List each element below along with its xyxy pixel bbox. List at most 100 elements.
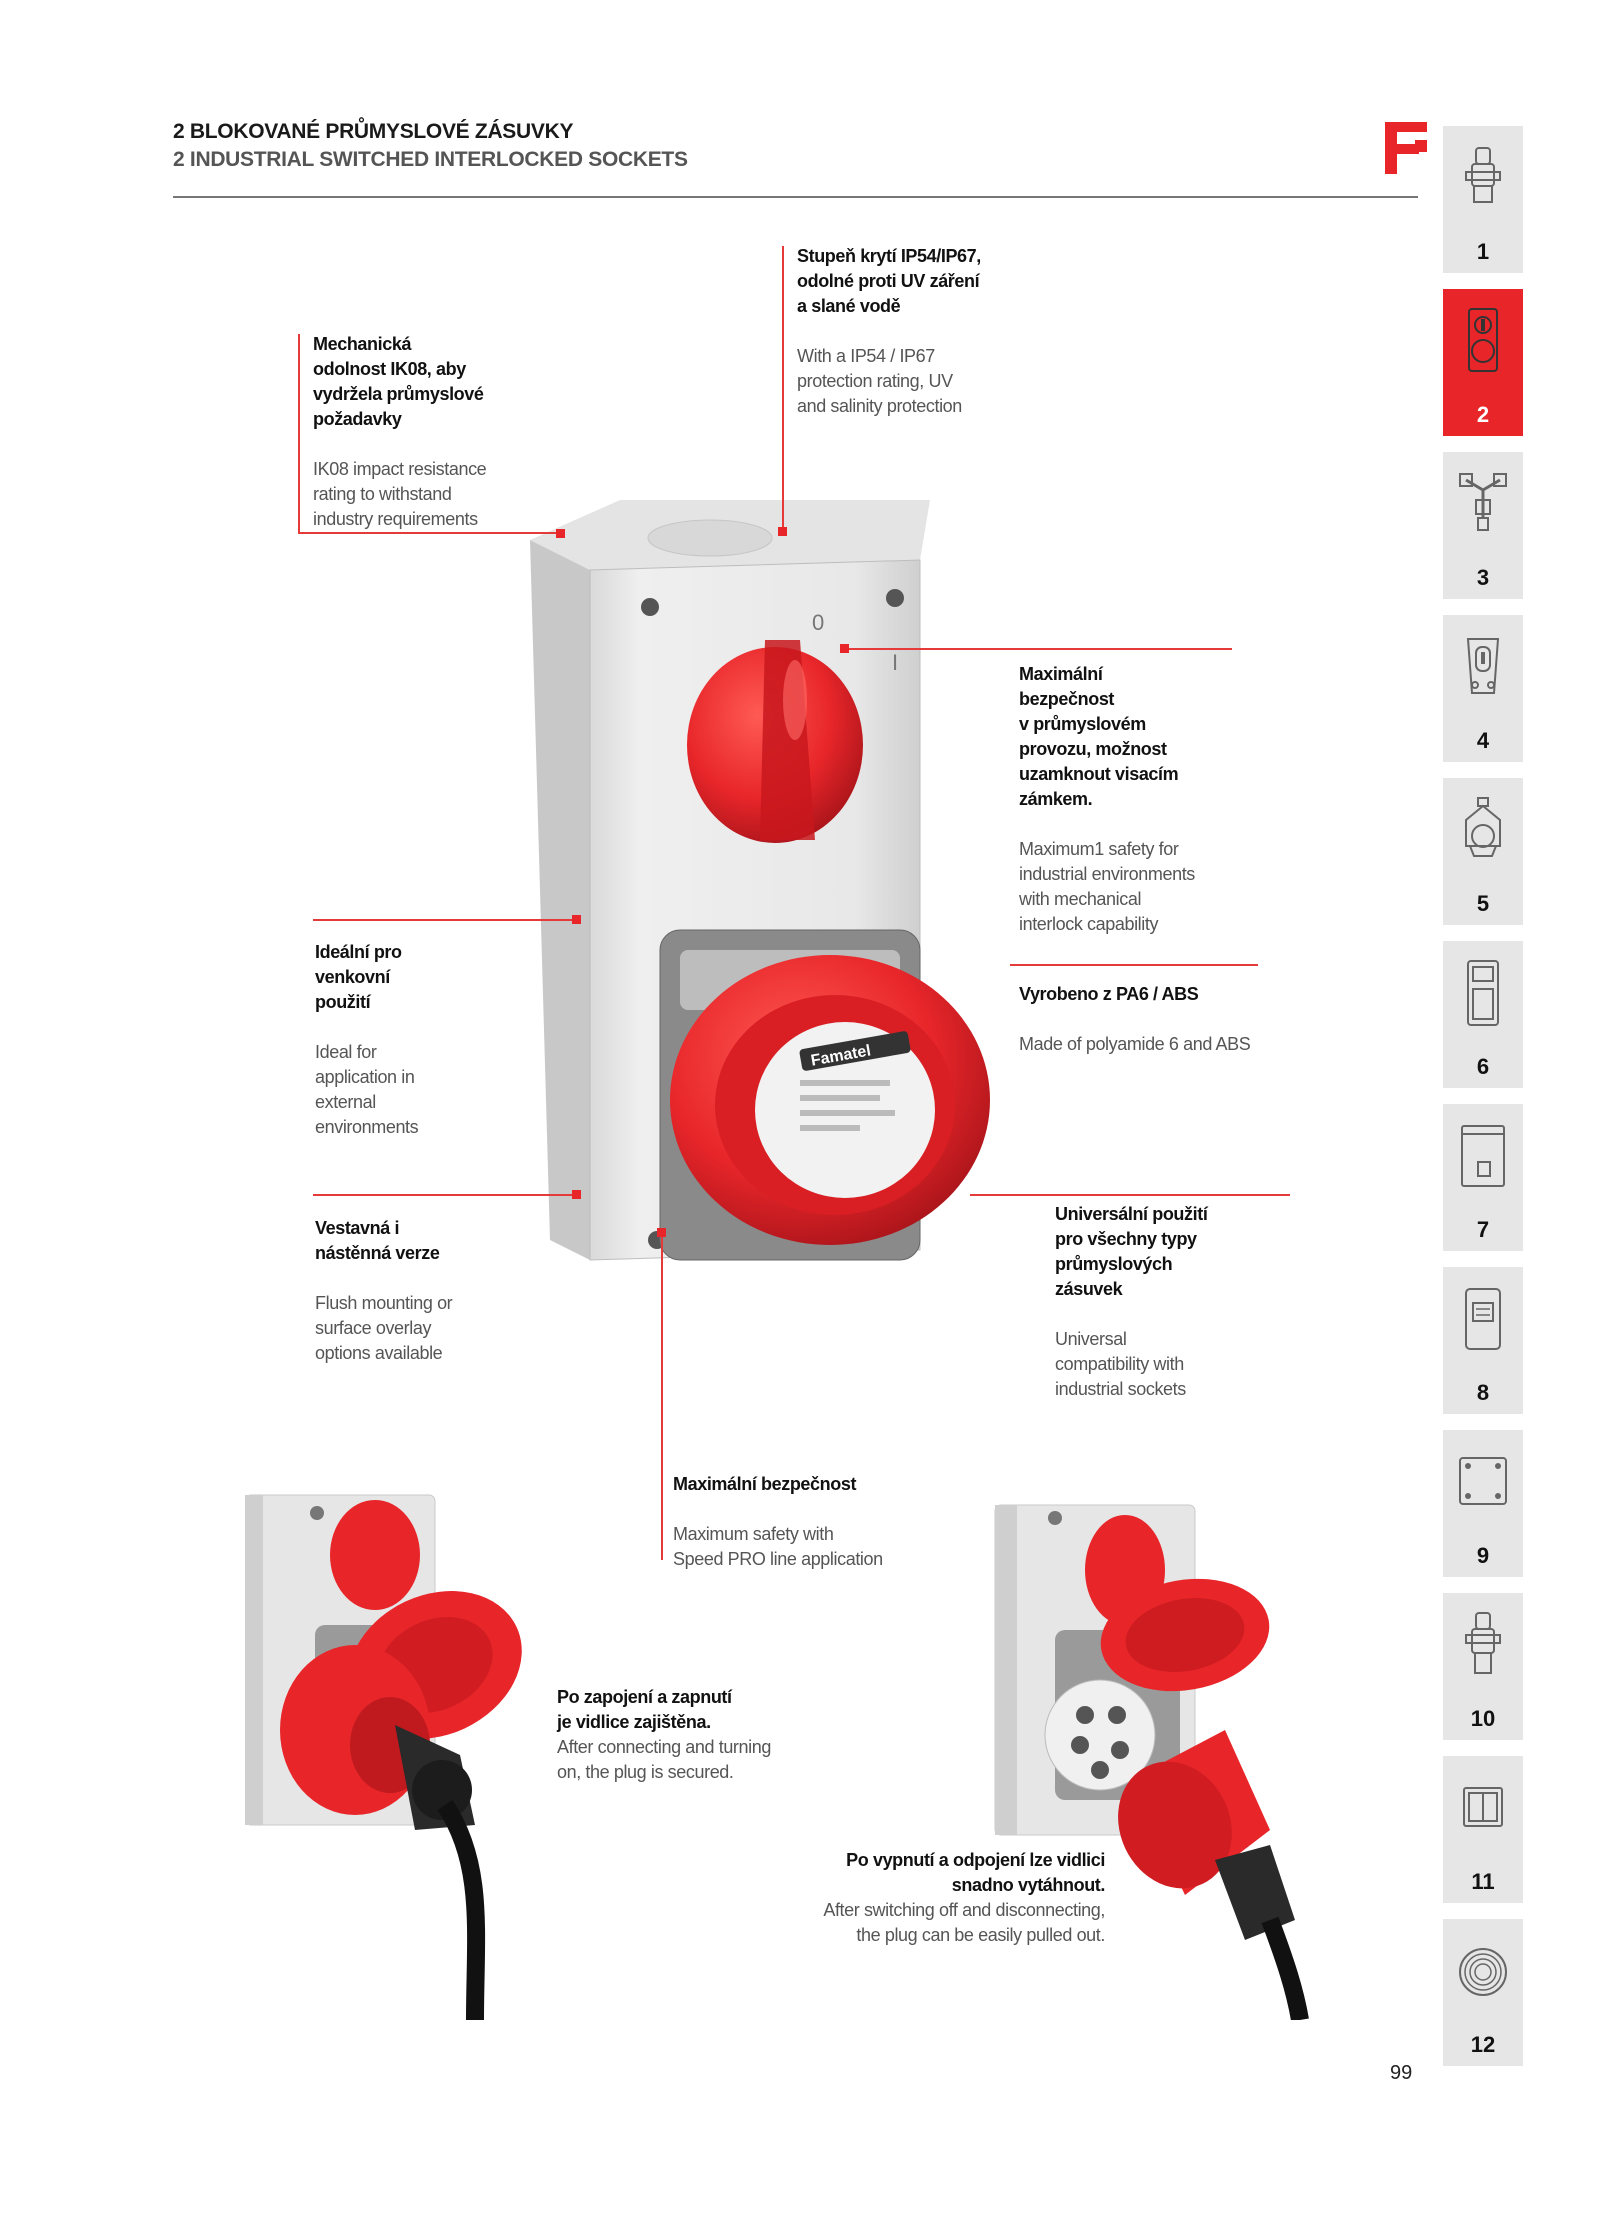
side-tab-3[interactable]: 3 xyxy=(1443,452,1523,599)
side-tab-9-number: 9 xyxy=(1476,1543,1490,1568)
callout-safety-cz-2: bezpečnost xyxy=(1019,689,1115,709)
callout-mounting: Vestavná i nástěnná verze Flush mounting… xyxy=(315,1216,535,1366)
side-tab-5[interactable]: 5 xyxy=(1443,778,1523,925)
callout-safety-en-4: interlock capability xyxy=(1019,914,1159,934)
caption-plug-removed-cz-1: Po vypnutí a odpojení lze vidlici xyxy=(846,1850,1105,1870)
switch-on-mark: I xyxy=(892,650,898,675)
callout-dot-maxsafety xyxy=(657,1228,666,1237)
callout-universal: Universální použití pro všechny typy prů… xyxy=(1055,1202,1275,1402)
main-product-illustration: 0 I Famatel xyxy=(530,500,990,1261)
side-tab-11[interactable]: 11 xyxy=(1443,1756,1523,1903)
callout-ip-cz-2: odolné proti UV záření xyxy=(797,271,980,291)
connector-icon xyxy=(1465,1612,1501,1674)
socket-box-icon xyxy=(1467,960,1499,1026)
plug-icon xyxy=(1465,147,1501,203)
callout-universal-cz-1: Universální použití xyxy=(1055,1204,1208,1224)
side-tab-5-number: 5 xyxy=(1476,891,1490,916)
distribution-board-icon xyxy=(1461,1125,1505,1187)
callout-dot-outdoor xyxy=(572,915,581,924)
callout-material: Vyrobeno z PA6 / ABS Made of polyamide 6… xyxy=(1019,982,1299,1057)
caption-plug-removed-en-1: After switching off and disconnecting, xyxy=(823,1900,1105,1920)
callout-line-safety xyxy=(844,648,1232,650)
side-tab-11-number: 11 xyxy=(1471,1869,1495,1894)
callout-ik08-en-2: rating to withstand xyxy=(313,484,452,504)
brand-logo-icon xyxy=(1385,122,1427,174)
callout-ip-en-1: With a IP54 / IP67 xyxy=(797,346,935,366)
callout-line-ip xyxy=(782,246,784,528)
side-tab-7[interactable]: 7 xyxy=(1443,1104,1523,1251)
cabinet-icon xyxy=(1463,1787,1503,1827)
callout-outdoor-cz-2: venkovní xyxy=(315,967,390,987)
callout-dot-safety xyxy=(840,644,849,653)
multi-adapter-icon xyxy=(1459,473,1507,531)
side-tab-2-number: 2 xyxy=(1476,402,1490,427)
callout-universal-cz-3: průmyslových xyxy=(1055,1254,1173,1274)
caption-plug-removed-cz-2: snadno vytáhnout. xyxy=(951,1875,1106,1895)
callout-line-mounting xyxy=(313,1194,575,1196)
callout-line-outdoor xyxy=(313,919,575,921)
side-tab-7-number: 7 xyxy=(1476,1217,1490,1242)
header-divider xyxy=(173,196,1418,198)
side-tab-12-number: 12 xyxy=(1470,2032,1496,2057)
section-title-en: 2 INDUSTRIAL SWITCHED INTERLOCKED SOCKET… xyxy=(173,148,688,171)
callout-safety-cz-6: zámkem. xyxy=(1019,789,1093,809)
side-tab-6-number: 6 xyxy=(1476,1054,1490,1079)
side-tab-8[interactable]: 8 xyxy=(1443,1267,1523,1414)
caption-plug-secured-cz-1: Po zapojení a zapnutí xyxy=(557,1687,732,1707)
callout-line-ik08 xyxy=(298,334,300,534)
callout-ip-en-3: and salinity protection xyxy=(797,396,962,416)
section-title-cz: 2 BLOKOVANÉ PRŮMYSLOVÉ ZÁSUVKY xyxy=(173,120,574,143)
callout-safety-en-1: Maximum1 safety for xyxy=(1019,839,1179,859)
side-tab-8-number: 8 xyxy=(1476,1380,1490,1405)
caption-plug-removed: Po vypnutí a odpojení lze vidlici snadno… xyxy=(735,1848,1105,1948)
callout-maxsafety-en-1: Maximum safety with xyxy=(673,1524,834,1544)
callout-mounting-cz-2: nástěnná verze xyxy=(315,1243,440,1263)
side-tab-12[interactable]: 12 xyxy=(1443,1919,1523,2066)
callout-ik08: Mechanická odolnost IK08, aby vydržela p… xyxy=(313,332,543,532)
cable-reel-icon xyxy=(1459,1948,1507,1996)
callout-mounting-cz-1: Vestavná i xyxy=(315,1218,400,1238)
caption-plug-secured-en-1: After connecting and turning xyxy=(557,1737,771,1757)
side-tab-9[interactable]: 9 xyxy=(1443,1430,1523,1577)
callout-ik08-cz-1: Mechanická xyxy=(313,334,412,354)
callout-ik08-cz-2: odolnost IK08, aby xyxy=(313,359,466,379)
callout-material-en: Made of polyamide 6 and ABS xyxy=(1019,1034,1251,1054)
side-tab-1[interactable]: 1 xyxy=(1443,126,1523,273)
callout-mounting-en-1: Flush mounting or xyxy=(315,1293,453,1313)
callout-outdoor-cz-3: použití xyxy=(315,992,371,1012)
caption-plug-secured: Po zapojení a zapnutí je vidlice zajiště… xyxy=(557,1685,837,1785)
callout-dot-mounting xyxy=(572,1190,581,1199)
callout-ip: Stupeň krytí IP54/IP67, odolné proti UV … xyxy=(797,244,1027,419)
portable-socket-icon xyxy=(1465,797,1501,857)
callout-universal-en-3: industrial sockets xyxy=(1055,1379,1186,1399)
callout-ik08-cz-3: vydržela průmyslové xyxy=(313,384,484,404)
callout-maxsafety-cz: Maximální bezpečnost xyxy=(673,1474,857,1494)
side-tab-6[interactable]: 6 xyxy=(1443,941,1523,1088)
callout-safety-cz-1: Maximální xyxy=(1019,664,1103,684)
callout-outdoor-en-1: Ideal for xyxy=(315,1042,377,1062)
callout-line-ik08-h xyxy=(298,532,563,534)
callout-dot-ip xyxy=(778,527,787,536)
side-tab-4[interactable]: 4 xyxy=(1443,615,1523,762)
callout-ip-en-2: protection rating, UV xyxy=(797,371,953,391)
caption-plug-secured-cz-2: je vidlice zajištěna. xyxy=(557,1712,711,1732)
callout-ik08-en-1: IK08 impact resistance xyxy=(313,459,487,479)
callout-mounting-en-3: options available xyxy=(315,1343,443,1363)
plug-removed-illustration xyxy=(994,1504,1309,2020)
switch-off-mark: 0 xyxy=(812,610,824,635)
caption-plug-removed-en-2: the plug can be easily pulled out. xyxy=(856,1925,1105,1945)
side-tab-2[interactable]: 2 xyxy=(1443,289,1523,436)
interlocked-socket-icon xyxy=(1468,308,1498,372)
callout-ip-cz-3: a slané vodě xyxy=(797,296,901,316)
callout-ip-cz-1: Stupeň krytí IP54/IP67, xyxy=(797,246,981,266)
callout-safety: Maximální bezpečnost v průmyslovém provo… xyxy=(1019,662,1259,937)
callout-ik08-cz-4: požadavky xyxy=(313,409,402,429)
side-tab-10-number: 10 xyxy=(1470,1706,1496,1731)
side-tab-4-number: 4 xyxy=(1476,728,1490,753)
enclosure-icon xyxy=(1465,1288,1501,1350)
callout-ik08-en-3: industry requirements xyxy=(313,509,478,529)
side-tab-1-number: 1 xyxy=(1476,239,1490,264)
callout-outdoor-en-3: external xyxy=(315,1092,376,1112)
side-tab-10[interactable]: 10 xyxy=(1443,1593,1523,1740)
callout-outdoor-en-4: environments xyxy=(315,1117,419,1137)
